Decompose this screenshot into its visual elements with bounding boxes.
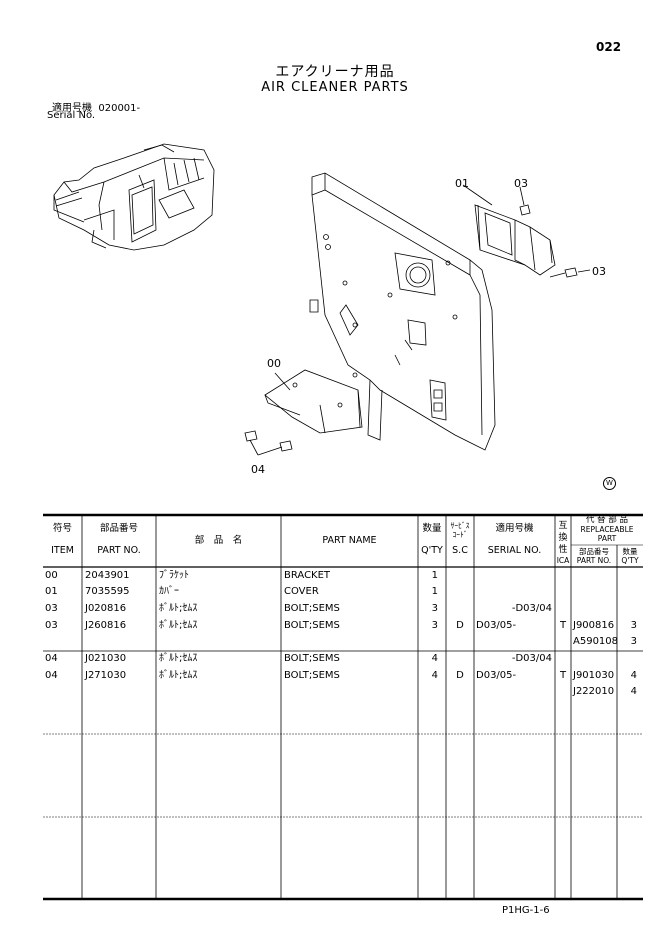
header-rep-partno-en: PART NO. <box>576 556 612 565</box>
cell-part-no: 7035595 <box>85 586 130 597</box>
cell-ica: T <box>559 670 567 681</box>
title-japanese: エアクリーナ用品 <box>275 64 395 80</box>
cell-qty: 3 <box>431 620 438 631</box>
cell-item: 04 <box>45 653 58 664</box>
serial-label-en: Serial No. <box>47 110 96 121</box>
header-ica-jp2: 換 <box>558 533 568 543</box>
header-qty-jp: 数量 <box>422 523 442 534</box>
callout-04: 04 <box>251 463 265 476</box>
cell-serial: D03/05- <box>476 620 517 631</box>
cell-rep-no: J901030 <box>573 670 615 681</box>
cell-item: 01 <box>45 586 58 597</box>
cell-item: 03 <box>45 603 58 614</box>
cell-part-no: J271030 <box>85 670 127 681</box>
cell-sc: D <box>456 670 464 681</box>
header-ica-en: ICA <box>556 556 570 565</box>
cell-ica: T <box>559 620 567 631</box>
serial-label-jp: 適用号機 <box>52 103 92 114</box>
header-name-jp: 部 品 名 <box>194 535 243 546</box>
header-replaceable-jp: 代 替 部 品 <box>585 515 629 525</box>
cell-item: 04 <box>45 670 58 681</box>
cell-part-no: J020816 <box>85 603 127 614</box>
header-item-en: ITEM <box>51 545 74 556</box>
page-number: 022 <box>596 40 622 54</box>
header-partno-jp: 部品番号 <box>99 523 138 534</box>
cell-qty: 1 <box>431 570 438 581</box>
cell-name-en: BRACKET <box>284 570 331 581</box>
cell-name-en: BOLT;SEMS <box>284 603 340 614</box>
header-ica-jp3: 性 <box>558 545 568 555</box>
header-rep-partno-jp: 部品番号 <box>579 547 609 556</box>
header-sc-en: S.C <box>452 545 468 556</box>
header-rep-qty-jp: 数量 <box>622 547 638 556</box>
header-rep-qty-en: Q'TY <box>621 556 639 565</box>
cell-rep-no: J222010 <box>573 686 615 697</box>
cell-qty: 4 <box>431 653 438 664</box>
header-serial-jp: 適用号機 <box>495 523 534 534</box>
cell-name-en: COVER <box>284 586 319 597</box>
header-ica-jp1: 互 <box>558 521 568 531</box>
cell-part-no: J021030 <box>85 653 127 664</box>
header-partno-en: PART NO. <box>97 545 141 556</box>
exploded-parts-diagram <box>230 165 620 485</box>
cell-name-jp: ﾎﾞﾙﾄ;ｾﾑｽ <box>159 653 198 664</box>
cell-name-jp: ﾎﾞﾙﾄ;ｾﾑｽ <box>159 603 198 614</box>
cell-name-jp: ﾌﾞﾗｹｯﾄ <box>159 570 189 581</box>
header-qty-en: Q'TY <box>421 545 443 556</box>
callout-03-right: 03 <box>592 265 606 278</box>
cell-qty: 4 <box>431 670 438 681</box>
cell-serial: -D03/04 <box>511 603 552 614</box>
header-item-jp: 符号 <box>52 523 72 534</box>
cell-name-en: BOLT;SEMS <box>284 670 340 681</box>
cell-rep-no: J900816 <box>573 620 615 631</box>
serial-value: 020001- <box>98 103 141 114</box>
cell-item: 03 <box>45 620 58 631</box>
cell-name-jp: ﾎﾞﾙﾄ;ｾﾑｽ <box>159 620 198 631</box>
callout-03-top: 03 <box>514 177 528 190</box>
header-sc-jp2: ｺｰﾄﾞ <box>452 530 468 539</box>
cell-serial: D03/05- <box>476 670 517 681</box>
cell-serial: -D03/04 <box>511 653 552 664</box>
cell-name-jp: ｶﾊﾞｰ <box>159 586 179 597</box>
cell-name-en: BOLT;SEMS <box>284 653 340 664</box>
header-serial-en: SERIAL NO. <box>487 545 542 556</box>
cell-sc: D <box>456 620 464 631</box>
cell-rep-qty: 4 <box>630 670 637 681</box>
hitachi-logo-icon: W <box>603 477 616 490</box>
cell-name-en: BOLT;SEMS <box>284 620 340 631</box>
header-replaceable-en2: PART <box>597 534 617 543</box>
excavator-thumbnail <box>44 130 219 270</box>
callout-01: 01 <box>455 177 469 190</box>
title-english: AIR CLEANER PARTS <box>261 80 409 95</box>
cell-rep-qty: 3 <box>630 636 637 647</box>
cell-rep-no: A590108 <box>573 636 619 647</box>
cell-part-no: J260816 <box>85 620 127 631</box>
header-sc-jp1: ｻｰﾋﾞｽ <box>450 521 470 530</box>
header-name-en: PART NAME <box>322 535 377 546</box>
cell-qty: 3 <box>431 603 438 614</box>
cell-rep-qty: 3 <box>630 620 637 631</box>
header-replaceable-en1: REPLACEABLE <box>580 525 634 534</box>
cell-part-no: 2043901 <box>85 570 130 581</box>
cell-name-jp: ﾎﾞﾙﾄ;ｾﾑｽ <box>159 670 198 681</box>
cell-item: 00 <box>45 570 58 581</box>
serial-line: 適用号機 020001- <box>52 99 140 114</box>
cell-qty: 1 <box>431 586 438 597</box>
cell-rep-qty: 4 <box>630 686 637 697</box>
callout-00: 00 <box>267 357 281 370</box>
footer-page-code: P1HG-1-6 <box>502 905 550 916</box>
